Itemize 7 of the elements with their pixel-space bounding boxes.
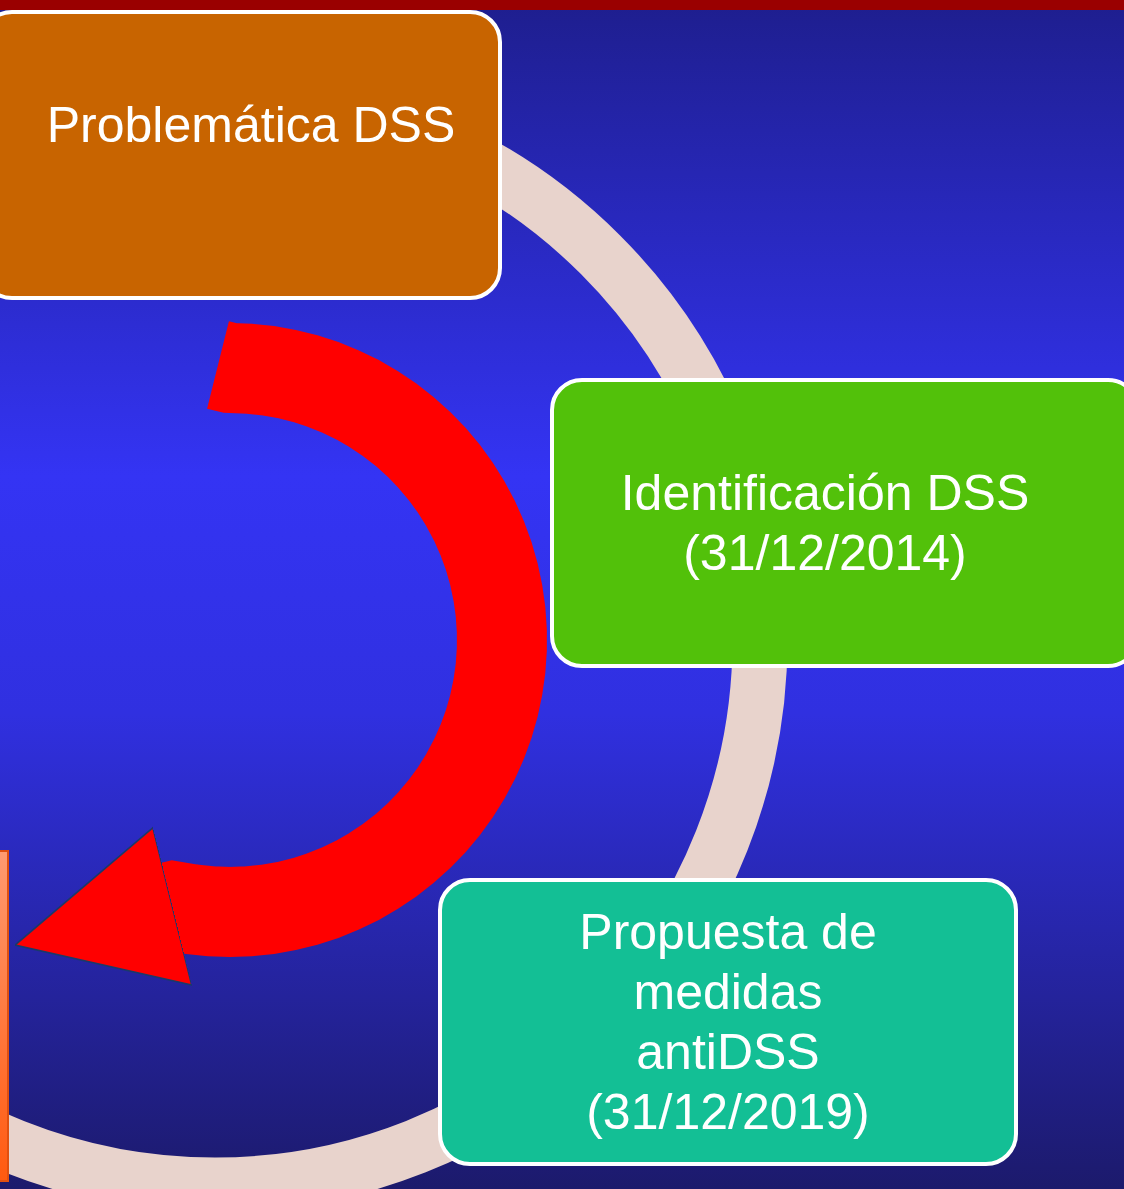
- box-text: Propuesta de medidas antiDSS (31/12/2019): [578, 903, 878, 1142]
- box-text: Identificación DSS (31/12/2014): [619, 464, 1031, 583]
- process-box: [0, 10, 502, 300]
- curved-arrow: [14, 321, 547, 986]
- process-box: [438, 878, 1018, 1166]
- box-text: Problemática DSS: [46, 96, 456, 155]
- process-box: [550, 378, 1124, 668]
